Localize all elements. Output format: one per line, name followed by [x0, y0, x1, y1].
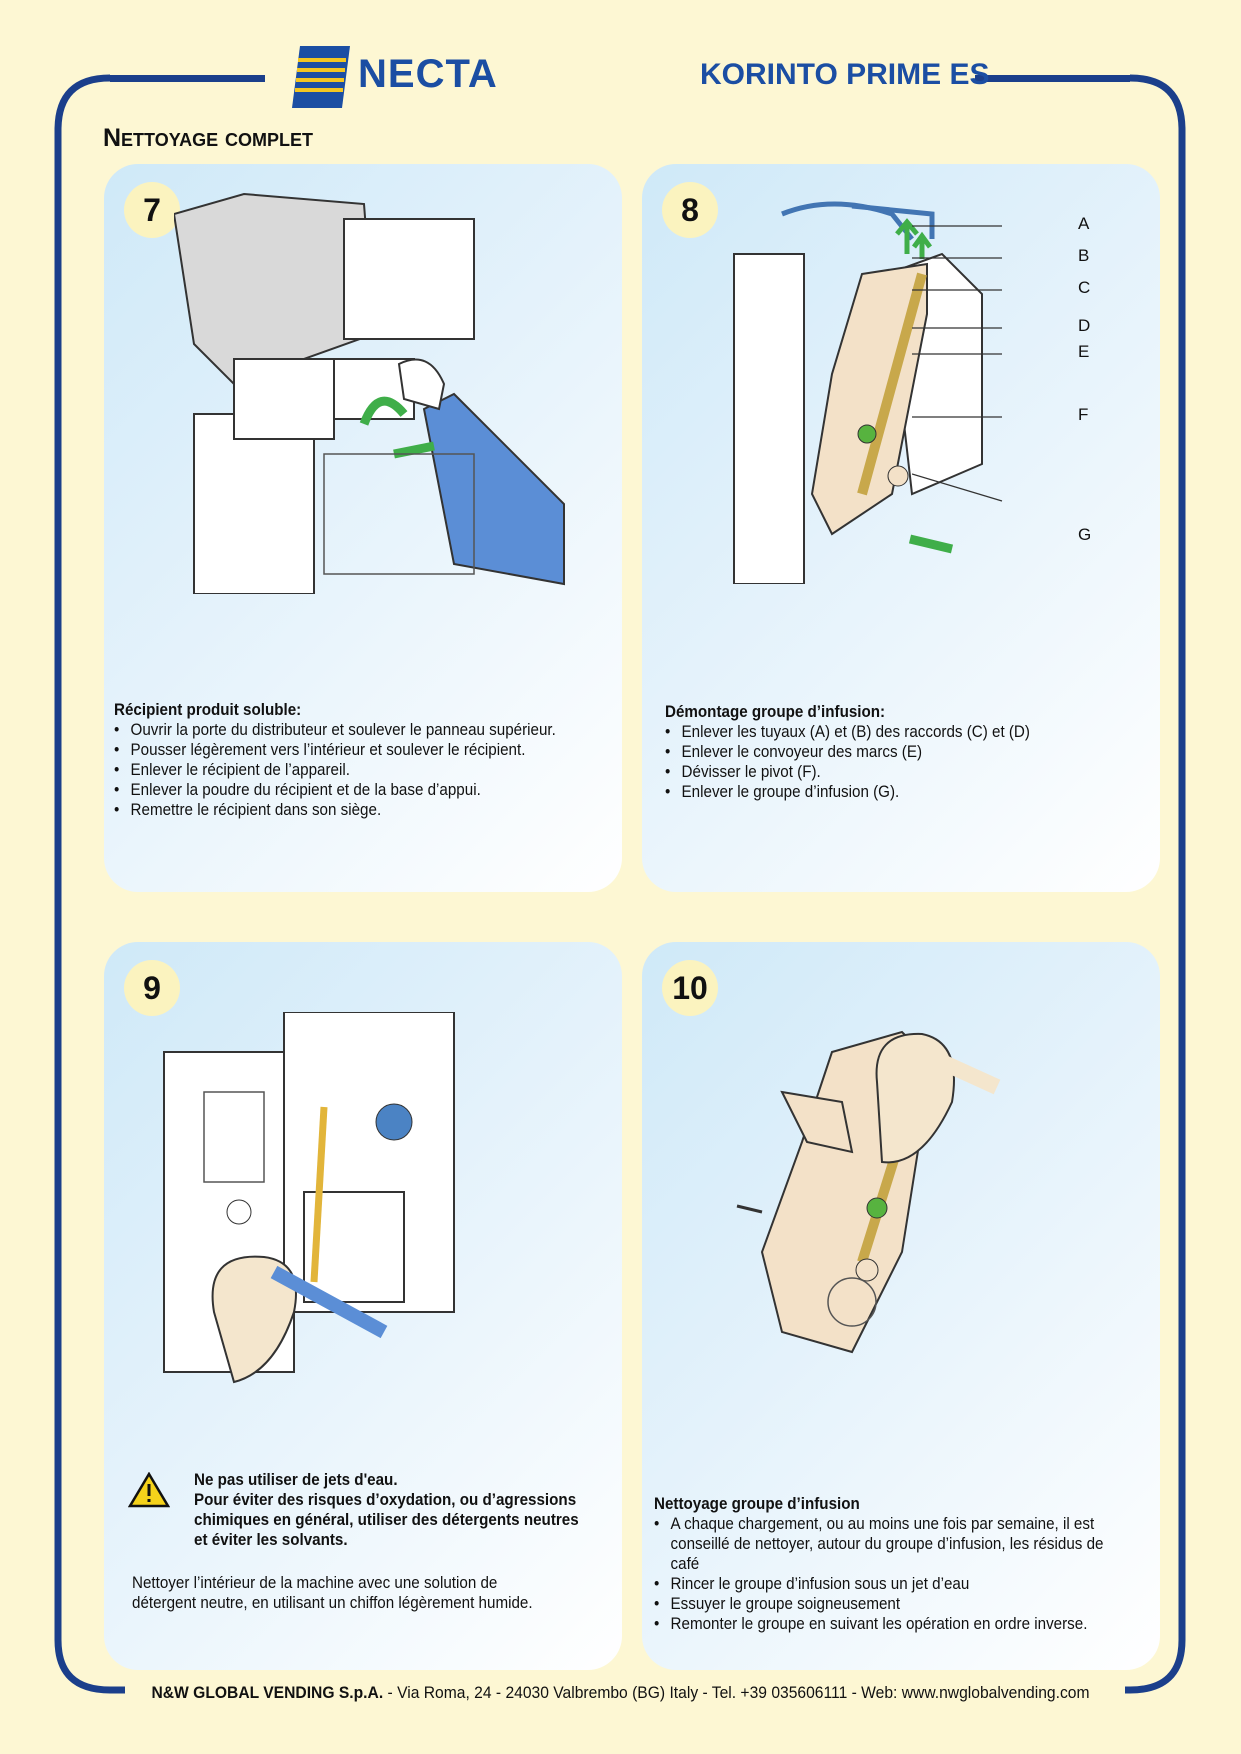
step-8-item: Enlever le convoyeur des marcs (E) [665, 742, 1116, 762]
step-8-item: Enlever le groupe d’infusion (G). [665, 782, 1116, 802]
step-7-heading: Récipient produit soluble: [114, 701, 302, 719]
callout-g: G [1078, 525, 1092, 544]
step-badge: 10 [662, 960, 718, 1016]
step-7-item: Pousser légèrement vers l’intérieur et s… [114, 740, 574, 760]
step-10-item: Remonter le groupe en suivant les opérat… [654, 1614, 1114, 1634]
callout-a: A [1078, 214, 1090, 233]
step-8-text: Démontage groupe d’infusion: Enlever les… [665, 702, 1116, 802]
step-badge: 8 [662, 182, 718, 238]
illustration-brewer-removal [733, 201, 983, 584]
footer: N&W GLOBAL VENDING S.p.A. - Via Roma, 24… [50, 1683, 1192, 1703]
step-10-item: Rincer le groupe d’infusion sous un jet … [654, 1574, 1114, 1594]
callout-b: B [1078, 246, 1090, 265]
step-9-text: Nettoyer l’intérieur de la machine avec … [132, 1574, 533, 1612]
step-8-item: Enlever les tuyaux (A) et (B) des raccor… [665, 722, 1116, 742]
model-title: KORINTO PRIME ES [700, 58, 990, 91]
illustration-interior-cleaning [163, 1012, 455, 1384]
callout-c: C [1078, 278, 1091, 297]
step-8-item: Dévisser le pivot (F). [665, 762, 1116, 782]
step-10-item: Essuyer le groupe soigneusement [654, 1594, 1114, 1614]
step-10-heading: Nettoyage groupe d’infusion [654, 1495, 860, 1513]
illustration-soluble-container [174, 192, 565, 594]
footer-address: - Via Roma, 24 - 24030 Valbrembo (BG) It… [383, 1683, 1090, 1702]
brand-name: NECTA [358, 52, 498, 96]
panel-step-10: 10 Nettoyage groupe d’infusion A chaque … [642, 942, 1160, 1670]
step-7-item: Enlever la poudre du récipient et de la … [114, 780, 574, 800]
warning-body: Pour éviter des risques d’oxydation, ou … [194, 1491, 579, 1549]
step-badge: 7 [124, 182, 180, 238]
panel-step-7: 7 Récipient produit soluble: Ouvrir la p… [104, 164, 622, 892]
frame-top-left [110, 75, 265, 82]
step-badge: 9 [124, 960, 180, 1016]
callout-f: F [1078, 405, 1089, 424]
step-7-item: Remettre le récipient dans son siège. [114, 800, 574, 820]
step-10-item: A chaque chargement, ou au moins une foi… [654, 1514, 1114, 1574]
step-7-item: Ouvrir la porte du distributeur et soule… [114, 720, 574, 740]
step-10-text: Nettoyage groupe d’infusion A chaque cha… [654, 1494, 1114, 1634]
panel-step-9: 9 Ne pas utiliser de jets d'eau. Pour év… [104, 942, 622, 1670]
warning-text: Ne pas utiliser de jets d'eau. Pour évit… [194, 1470, 590, 1550]
warning-title: Ne pas utiliser de jets d'eau. [194, 1471, 398, 1489]
necta-logo-icon [292, 46, 350, 108]
footer-company: N&W GLOBAL VENDING S.p.A. [151, 1683, 384, 1702]
callout-lines [912, 225, 1003, 502]
step-8-heading: Démontage groupe d’infusion: [665, 703, 886, 721]
frame-top-right [975, 75, 1130, 82]
section-title: Nettoyage complet [103, 124, 314, 152]
step-7-item: Enlever le récipient de l’appareil. [114, 760, 574, 780]
callout-e: E [1078, 342, 1090, 361]
warning-triangle-icon [128, 1472, 170, 1508]
callout-d: D [1078, 316, 1091, 335]
step-7-text: Récipient produit soluble: Ouvrir la por… [114, 700, 574, 820]
panel-step-8: 8 A B C D E F G Démontage groupe d’infus… [642, 164, 1160, 892]
illustration-brewer-cleaning [736, 1030, 1001, 1354]
